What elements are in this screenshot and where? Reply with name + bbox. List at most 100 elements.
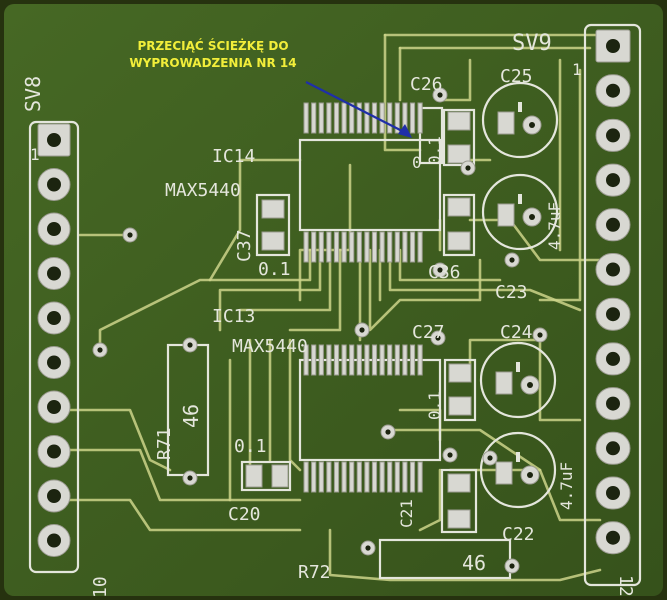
ic13-pin: [402, 461, 408, 493]
via: [182, 337, 198, 353]
label-c26: C26: [410, 74, 443, 95]
label-ic13-part: MAX5440: [232, 336, 308, 357]
label-sv9-pin1: 1: [572, 60, 582, 79]
via: [360, 540, 376, 556]
ic14-pin: [356, 231, 362, 263]
sv8-pin-pad: [37, 390, 71, 424]
label-r71-value: 46: [179, 404, 203, 428]
ic14-pin: [387, 102, 393, 134]
sv9-pin-pad: [595, 208, 631, 242]
via: [380, 424, 396, 440]
sv9-pin-pad: [595, 387, 631, 421]
via: [482, 450, 498, 466]
ic14-pin: [311, 231, 317, 263]
ic14-pin: [318, 231, 324, 263]
label-sv8-pin1: 1: [30, 145, 40, 164]
label-sv8: SV8: [21, 76, 45, 112]
sv8-pin-pad: [37, 257, 71, 290]
label-c20-value: 0.1: [234, 436, 267, 457]
sv9-pin-pad: [595, 29, 631, 63]
ic14-pin: [356, 102, 362, 134]
ic14-pin: [409, 102, 416, 134]
elcap-pads: [497, 194, 542, 227]
ic13-pin: [394, 461, 400, 493]
ic13-chip: [298, 358, 442, 462]
annotation-callout: PRZECIĄĆ ŚCIEŻKĘ DO WYPROWADZENIA NR 14: [118, 38, 308, 72]
via: [532, 327, 548, 343]
via: [92, 342, 108, 358]
elcap-pads: [497, 102, 542, 135]
label-sv8-pin10: 10: [90, 576, 111, 598]
via: [432, 262, 448, 278]
ic13-pin: [364, 344, 370, 376]
ic14-pin: [387, 231, 393, 263]
ic13-pin: [379, 461, 385, 493]
ic13-pin: [341, 344, 347, 376]
ic13-pin: [356, 344, 362, 376]
ic13-pin: [311, 461, 317, 493]
ic13-pin: [417, 461, 423, 493]
sv9-pin-pad: [595, 431, 631, 465]
ic14-pin: [379, 231, 385, 263]
ic14-pin: [417, 231, 423, 263]
sv8-pin-pad: [37, 123, 71, 157]
label-c-value-top: 0.1: [425, 136, 444, 165]
sv8-pin-pad: [37, 168, 71, 201]
ic13-pin: [303, 461, 309, 493]
via: [122, 227, 138, 243]
sv9-pin-pad: [595, 476, 631, 510]
ic13-pin: [349, 344, 355, 376]
ic14-chip: [298, 106, 444, 232]
label-ic14-pin: 0: [412, 153, 422, 172]
ic14-pin: [318, 102, 324, 134]
ic14-pin: [364, 102, 370, 134]
label-c27: C27: [412, 322, 445, 343]
label-c24: C24: [500, 322, 533, 343]
ic13-pin: [409, 461, 416, 493]
ic14-pin: [349, 102, 355, 134]
via: [432, 87, 448, 103]
sv9-pin-pad: [595, 342, 631, 376]
label-r71: R71: [154, 427, 175, 460]
ic14-pin: [417, 102, 423, 134]
via: [460, 160, 476, 176]
sv9-pin-pad: [595, 297, 631, 331]
annotation-arrowhead: [398, 124, 412, 138]
ic13-pin: [364, 461, 370, 493]
ic13-pin: [326, 344, 332, 376]
label-c22: C22: [502, 524, 535, 545]
sv9-pin-pad: [595, 253, 631, 286]
ic14-pin: [341, 102, 347, 134]
sv8-pin-pad: [37, 479, 71, 513]
ic14-pin: [394, 102, 400, 134]
ic13-pin: [333, 461, 340, 493]
ic13-pin: [409, 344, 416, 376]
label-c-value-mid: 0.1: [425, 391, 444, 420]
sv9-pin-pad: [595, 163, 631, 197]
sv8-pin-pad: [37, 435, 71, 468]
ic13-pin: [318, 344, 324, 376]
sv8-pin-pad: [37, 346, 71, 379]
via: [182, 470, 198, 486]
ic14-pin: [341, 231, 347, 263]
elcap-pads: [495, 362, 540, 395]
label-sv9: SV9: [512, 31, 552, 56]
ic14-pin: [311, 102, 317, 134]
ic13-pin: [326, 461, 332, 493]
ic13-pin: [379, 344, 385, 376]
label-cap-value-b: 4.7uF: [557, 462, 576, 510]
sv9-header: [583, 23, 642, 587]
label-ic13: IC13: [212, 306, 255, 327]
via: [504, 558, 520, 574]
label-r72: R72: [298, 562, 331, 583]
smd-pads: [240, 108, 478, 534]
ic14-pin: [409, 231, 416, 263]
sv9-pin-pad: [595, 118, 631, 152]
ic13-pin: [402, 344, 408, 376]
label-c37-value: 0.1: [258, 259, 291, 280]
ic13-pin: [371, 461, 378, 493]
ic13-pin: [356, 461, 362, 493]
ic14-pin: [402, 231, 408, 263]
ic13-pin: [387, 344, 393, 376]
